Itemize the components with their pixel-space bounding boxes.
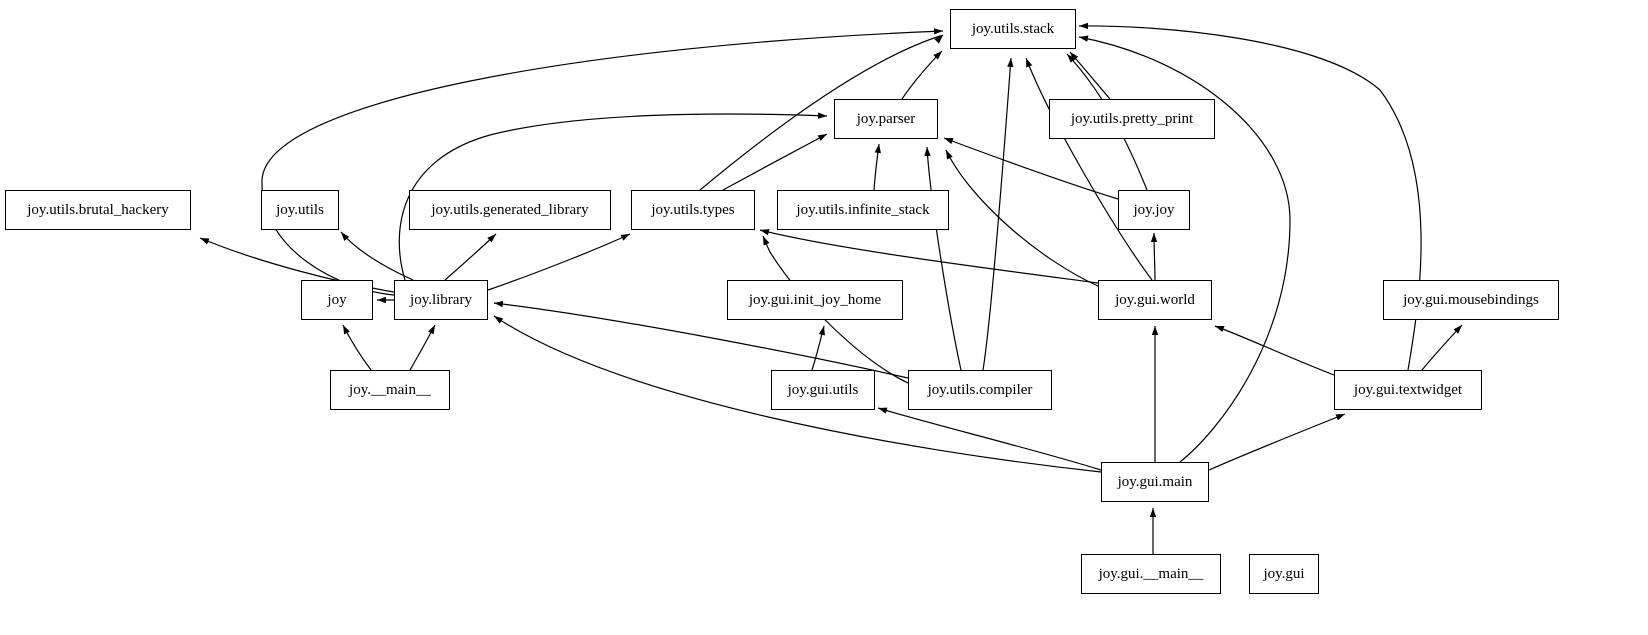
node-label: joy.library <box>410 291 472 308</box>
node-label: joy.gui.main <box>1117 473 1193 490</box>
node-label: joy.gui.init_joy_home <box>748 291 882 308</box>
node-label: joy.utils.infinite_stack <box>796 201 930 218</box>
node-label: joy.utils.stack <box>971 20 1055 37</box>
node-label: joy.utils.types <box>651 201 735 218</box>
graph-node[interactable]: joy.gui.mousebindings <box>1383 280 1559 320</box>
graph-node[interactable]: joy.gui.world <box>1098 280 1212 320</box>
graph-node[interactable]: joy.gui.utils <box>771 370 875 410</box>
node-label: joy.utils.generated_library <box>431 201 589 218</box>
graph-node[interactable]: joy.utils.compiler <box>908 370 1052 410</box>
node-label: joy.utils.compiler <box>927 381 1033 398</box>
node-label: joy.gui.world <box>1115 291 1195 308</box>
graph-node[interactable]: joy.utils.types <box>631 190 755 230</box>
graph-node[interactable]: joy.__main__ <box>330 370 450 410</box>
node-label: joy.__main__ <box>349 381 431 398</box>
graph-node[interactable]: joy.joy <box>1118 190 1190 230</box>
graph-node[interactable]: joy.utils.generated_library <box>409 190 611 230</box>
graph-node[interactable]: joy.gui.main <box>1101 462 1209 502</box>
node-label: joy.gui.mousebindings <box>1403 291 1539 308</box>
graph-node[interactable]: joy.utils <box>261 190 339 230</box>
node-label: joy <box>327 291 347 308</box>
node-label: joy.gui.utils <box>787 381 859 398</box>
graph-node[interactable]: joy.utils.brutal_hackery <box>5 190 191 230</box>
graph-node[interactable]: joy.gui.init_joy_home <box>727 280 903 320</box>
node-label: joy.gui.textwidget <box>1353 381 1463 398</box>
graph-node[interactable]: joy.utils.stack <box>950 9 1076 49</box>
node-label: joy.utils <box>276 201 324 218</box>
graph-node[interactable]: joy.library <box>394 280 488 320</box>
graph-node[interactable]: joy.parser <box>834 99 938 139</box>
graph-node[interactable]: joy.gui.textwidget <box>1334 370 1482 410</box>
node-label: joy.utils.pretty_print <box>1070 110 1194 127</box>
graph-node[interactable]: joy.gui.__main__ <box>1081 554 1221 594</box>
graph-node[interactable]: joy.utils.infinite_stack <box>777 190 949 230</box>
node-label: joy.gui <box>1263 565 1305 582</box>
graph-node[interactable]: joy.gui <box>1249 554 1319 594</box>
node-label: joy.gui.__main__ <box>1098 565 1204 582</box>
node-label: joy.parser <box>856 110 916 127</box>
node-label: joy.utils.brutal_hackery <box>27 201 169 218</box>
node-label: joy.joy <box>1133 201 1175 218</box>
graph-node[interactable]: joy.utils.pretty_print <box>1049 99 1215 139</box>
graph-node[interactable]: joy <box>301 280 373 320</box>
